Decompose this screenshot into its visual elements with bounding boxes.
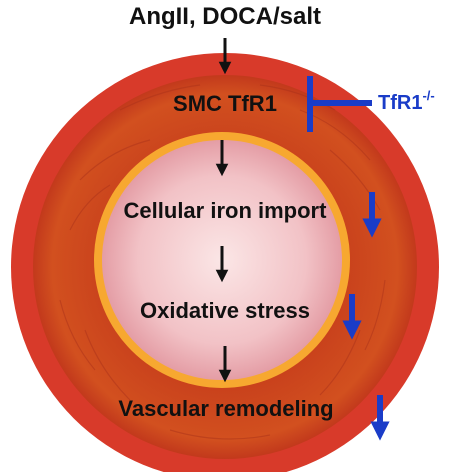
knockout-superscript: -/- (422, 88, 434, 103)
inhibition-bar (307, 76, 372, 132)
step-smc-tfr1: SMC TfR1 (173, 91, 277, 116)
step-oxidative-stress: Oxidative stress (140, 298, 310, 323)
step-vascular-remodeling: Vascular remodeling (118, 396, 333, 421)
knockout-gene: TfR1 (378, 92, 422, 114)
stimulus-label: AngII, DOCA/salt (129, 3, 321, 30)
step-cellular-iron-import: Cellular iron import (124, 198, 328, 223)
knockout-label: TfR1-/- (378, 88, 435, 114)
